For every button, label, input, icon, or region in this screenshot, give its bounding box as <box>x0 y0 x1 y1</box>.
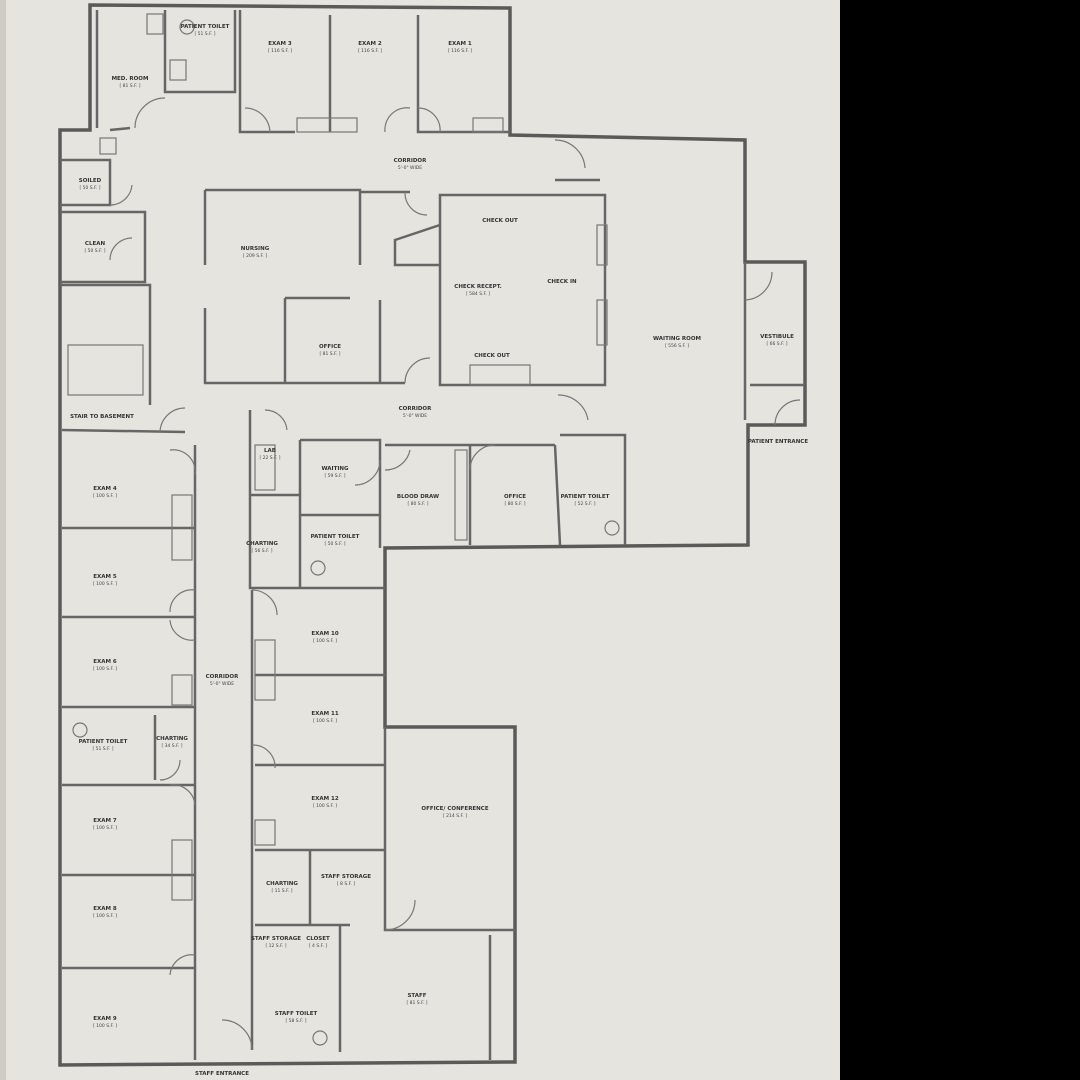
room-area: [ 52 S.F. ] <box>574 501 595 507</box>
room-name: PATIENT TOILET <box>311 534 360 540</box>
floor-plan: MED. ROOM[ 81 S.F. ]PATIENT TOILET[ 51 S… <box>58 3 808 1077</box>
room-area: [ 214 S.F. ] <box>443 813 467 819</box>
room-area: 5'-0" WIDE <box>403 413 427 419</box>
room-area: [ 59 S.F. ] <box>324 473 345 479</box>
room-name: VESTIBULE <box>760 334 794 340</box>
room-area: [ 100 S.F. ] <box>93 581 117 587</box>
room-area: [ 50 S.F. ] <box>79 185 100 191</box>
room-area: [ 12 S.F. ] <box>265 943 286 949</box>
room-area: 5'-0" WIDE <box>398 165 422 171</box>
room-name: EXAM 1 <box>448 41 472 47</box>
room-area: [ 58 S.F. ] <box>285 1018 306 1024</box>
room-name: NURSING <box>241 246 270 252</box>
room-name: CLEAN <box>85 241 106 247</box>
room-name: EXAM 4 <box>93 486 117 492</box>
room-name: PATIENT TOILET <box>181 24 230 30</box>
room-area: [ 556 S.F. ] <box>665 343 689 349</box>
room-name: CORRIDOR <box>399 406 432 412</box>
floor-plan-paper <box>0 0 840 1080</box>
room-name: STAIR TO BASEMENT <box>70 414 134 420</box>
room-area: 5'-0" WIDE <box>210 681 234 687</box>
room-area: [ 116 S.F. ] <box>358 48 382 54</box>
room-area: [ 22 S.F. ] <box>259 455 280 461</box>
room-area: [ 209 S.F. ] <box>243 253 267 259</box>
room-name: OFFICE <box>319 344 341 350</box>
room-area: [ 81 S.F. ] <box>319 351 340 357</box>
room-name: EXAM 2 <box>358 41 382 47</box>
room-name: LAB <box>264 448 276 454</box>
room-area: [ 100 S.F. ] <box>313 718 337 724</box>
room-name: EXAM 12 <box>311 796 338 802</box>
room-name: STAFF STORAGE <box>321 874 371 880</box>
room-area: [ 51 S.F. ] <box>194 31 215 37</box>
room-name: STAFF STORAGE <box>251 936 301 942</box>
room-area: [ 11 S.F. ] <box>271 888 292 894</box>
room-labels: MED. ROOM[ 81 S.F. ]PATIENT TOILET[ 51 S… <box>70 24 808 1077</box>
room-name: CHECK OUT <box>482 218 518 224</box>
room-name: PATIENT TOILET <box>79 739 128 745</box>
room-area: [ 51 S.F. ] <box>92 746 113 752</box>
room-name: CHECK IN <box>547 279 577 285</box>
room-area: [ 81 S.F. ] <box>119 83 140 89</box>
fixtures <box>67 13 620 1046</box>
room-name: CORRIDOR <box>394 158 427 164</box>
room-name: CHARTING <box>266 881 298 887</box>
room-area: [ 100 S.F. ] <box>93 666 117 672</box>
room-area: [ 100 S.F. ] <box>93 825 117 831</box>
room-area: [ 80 S.F. ] <box>407 501 428 507</box>
room-name: WAITING ROOM <box>653 336 701 342</box>
room-name: BLOOD DRAW <box>397 494 439 500</box>
room-name: EXAM 10 <box>311 631 338 637</box>
room-area: [ 34 S.F. ] <box>161 743 182 749</box>
room-area: [ 100 S.F. ] <box>313 803 337 809</box>
room-area: [ 50 S.F. ] <box>324 541 345 547</box>
room-name: STAFF TOILET <box>275 1011 318 1017</box>
room-area: [ 116 S.F. ] <box>268 48 292 54</box>
room-name: STAFF <box>407 993 426 999</box>
room-name: CHECK RECEPT. <box>454 284 501 290</box>
interior-walls <box>60 10 805 1060</box>
room-name: EXAM 3 <box>268 41 292 47</box>
room-area: [ 100 S.F. ] <box>93 1023 117 1029</box>
room-area: [ 81 S.F. ] <box>406 1000 427 1006</box>
room-name: EXAM 9 <box>93 1016 117 1022</box>
room-name: WAITING <box>321 466 349 472</box>
exterior-walls <box>58 3 807 1067</box>
room-area: [ 80 S.F. ] <box>504 501 525 507</box>
room-name: CHARTING <box>246 541 278 547</box>
room-area: [ 66 S.F. ] <box>766 341 787 347</box>
room-name: CLOSET <box>306 936 330 942</box>
room-name: EXAM 7 <box>93 818 117 824</box>
room-area: [ 100 S.F. ] <box>93 493 117 499</box>
room-area: [ 100 S.F. ] <box>313 638 337 644</box>
room-area: [ 50 S.F. ] <box>84 248 105 254</box>
room-name: EXAM 5 <box>93 574 117 580</box>
paper-edge <box>0 0 6 1080</box>
room-name: CORRIDOR <box>206 674 239 680</box>
room-name: PATIENT TOILET <box>561 494 610 500</box>
room-area: [ 100 S.F. ] <box>93 913 117 919</box>
room-name: EXAM 8 <box>93 906 117 912</box>
doors <box>109 97 801 1051</box>
room-name: MED. ROOM <box>112 76 149 82</box>
room-name: OFFICE <box>504 494 526 500</box>
room-name: PATIENT ENTRANCE <box>748 439 808 445</box>
room-name: CHARTING <box>156 736 188 742</box>
room-name: EXAM 11 <box>311 711 338 717</box>
room-area: [ 4 S.F. ] <box>309 943 327 949</box>
room-area: [ 56 S.F. ] <box>251 548 272 554</box>
room-area: [ 8 S.F. ] <box>337 881 355 887</box>
room-name: CHECK OUT <box>474 353 510 359</box>
room-name: SOILED <box>79 178 102 184</box>
room-name: STAFF ENTRANCE <box>195 1071 249 1077</box>
room-area: [ 116 S.F. ] <box>448 48 472 54</box>
room-area: [ 584 S.F. ] <box>466 291 490 297</box>
room-name: OFFICE/ CONFERENCE <box>421 806 488 812</box>
room-name: EXAM 6 <box>93 659 117 665</box>
